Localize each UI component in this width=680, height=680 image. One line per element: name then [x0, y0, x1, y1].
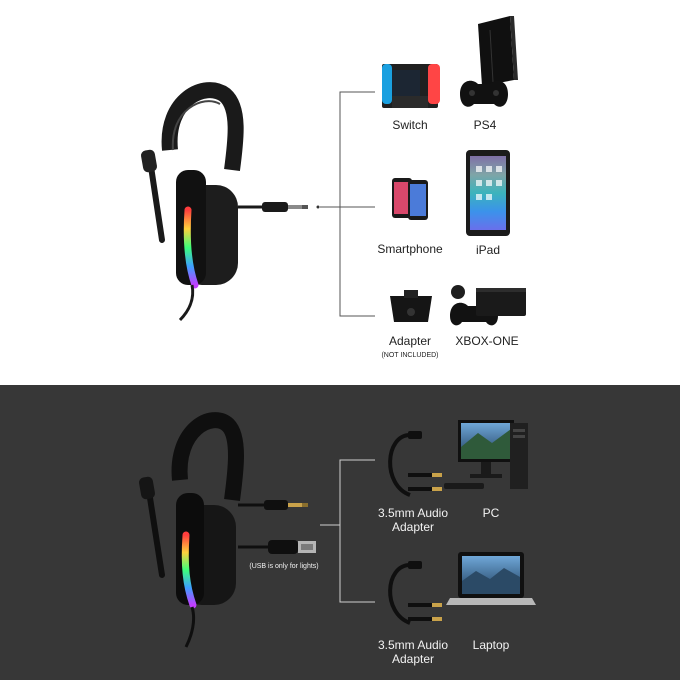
adapter-note: (NOT INCLUDED) [381, 352, 439, 359]
usb-note: (USB is only for lights) [249, 563, 319, 570]
switch-label: Switch [392, 118, 428, 132]
usb-plug-icon [238, 540, 316, 554]
microphone-boom [145, 482, 165, 578]
bottom-panel-graphics [138, 412, 536, 648]
laptop-image [446, 552, 536, 605]
adapter-1-label-line1: 3.5mm Audio [377, 506, 449, 520]
controller-adapter-image [390, 290, 432, 322]
pc-image [444, 420, 528, 489]
xbox-one-console-image [450, 285, 526, 326]
rgb-light [181, 531, 197, 609]
adapter-2-label-line1: 3.5mm Audio [377, 638, 449, 652]
adapter-2-label-line2: Adapter [391, 652, 435, 666]
ps4-console-image [460, 16, 518, 107]
audio-adapter-image [388, 431, 442, 497]
top-panel: Switch PS4 Smartphone iPad Adapter (NOT … [140, 16, 526, 359]
audio-plug-icon [238, 202, 320, 212]
xbox-one-label: XBOX-ONE [455, 334, 519, 348]
microphone-boom [147, 157, 165, 243]
adapter-1-label-line2: Adapter [391, 520, 435, 534]
top-panel-graphics [140, 16, 526, 326]
bottom-panel: (USB is only for lights) 3.5mm Audio Ada… [0, 385, 680, 680]
pc-label: PC [482, 506, 500, 520]
headset-image [138, 412, 244, 648]
smartphone-image [392, 178, 428, 220]
connection-lines [320, 91, 375, 317]
audio-adapter-image [388, 561, 442, 625]
adapter-label: Adapter [388, 334, 432, 348]
rgb-light [183, 206, 199, 289]
switch-console-image [382, 64, 440, 108]
laptop-label: Laptop [472, 638, 510, 652]
smartphone-label: Smartphone [377, 242, 443, 256]
audio-plug-icon [238, 500, 308, 510]
connection-lines [320, 459, 375, 603]
headset-image [140, 82, 244, 322]
ipad-image [466, 150, 510, 236]
ps4-label: PS4 [473, 118, 497, 132]
ipad-label: iPad [475, 243, 501, 257]
